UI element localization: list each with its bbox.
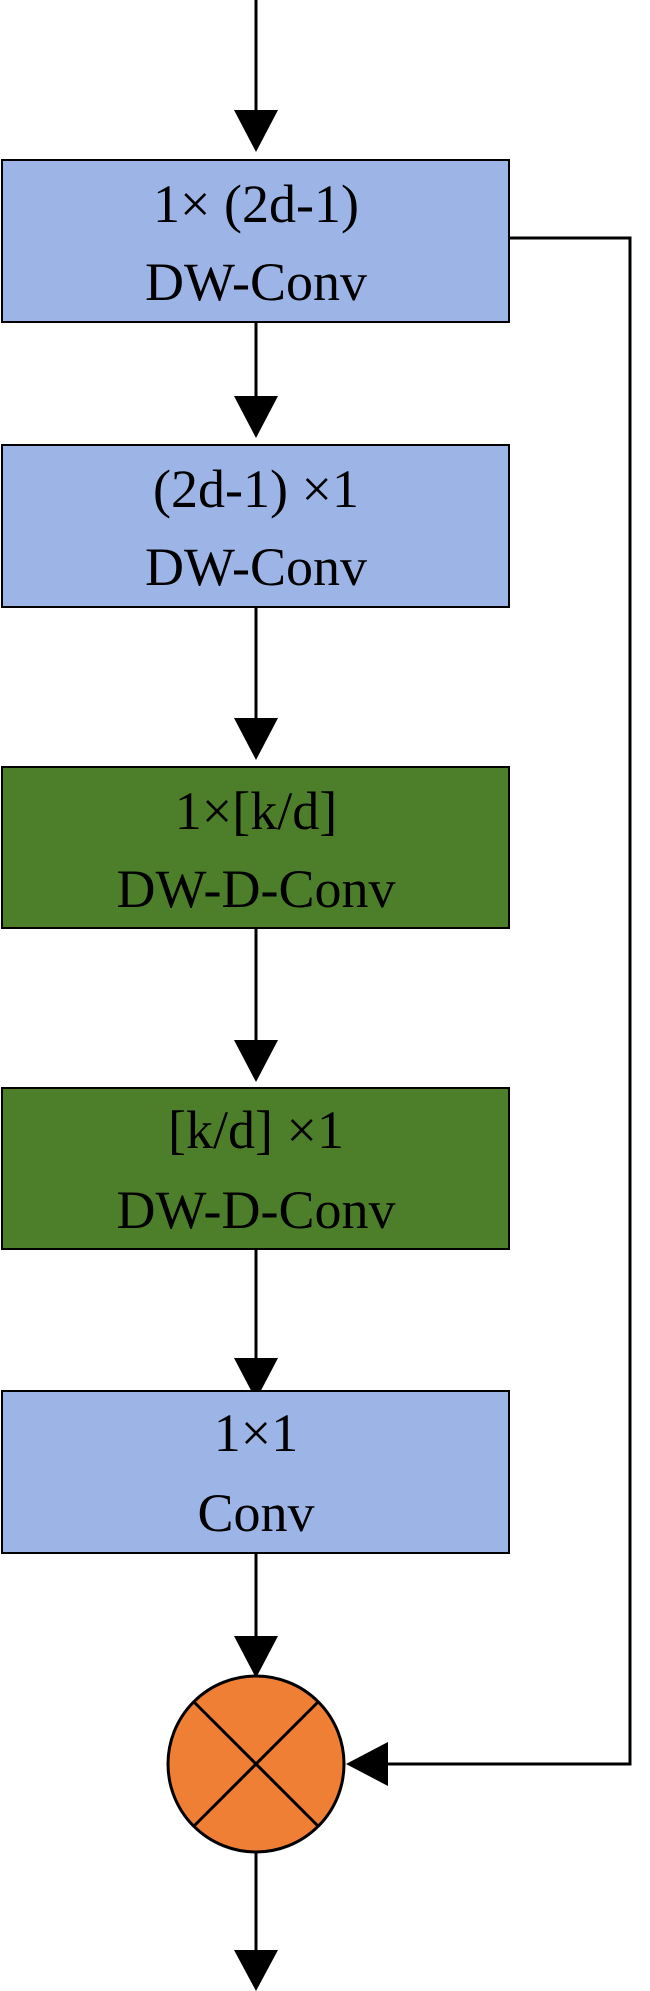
block-5-line1: 1×1 (214, 1403, 298, 1463)
multiply-cross-icon (192, 1700, 320, 1828)
block-2-line2: DW-Conv (145, 537, 367, 597)
skip-connection-line (388, 236, 632, 1766)
block-1-box (1, 159, 510, 323)
block-3-line1: 1×[k/d] (175, 781, 337, 841)
block-2-line1: (2d-1) ×1 (153, 459, 359, 519)
arrowhead-block2 (234, 396, 278, 438)
block-1-line2: DW-Conv (145, 252, 367, 312)
arrowhead-block3 (234, 718, 278, 760)
flow-arrows (234, 0, 632, 1991)
block-4-line2: DW-D-Conv (117, 1180, 396, 1240)
block-4-box (1, 1087, 510, 1250)
arrowhead-block5 (234, 1358, 278, 1400)
arrowhead-output (234, 1950, 278, 1991)
block-5: 1×1 Conv (1, 1390, 510, 1554)
arrowhead-multiply (234, 1636, 278, 1678)
block-4-line1: [k/d] ×1 (168, 1100, 344, 1160)
block-2-box (1, 444, 510, 608)
block-4: [k/d] ×1 DW-D-Conv (1, 1087, 510, 1250)
multiply-node (166, 1674, 346, 1854)
block-3-line2: DW-D-Conv (117, 859, 396, 919)
arrowhead-block4 (234, 1040, 278, 1082)
block-1-line1: 1× (2d-1) (153, 174, 359, 234)
block-2: (2d-1) ×1 DW-Conv (1, 444, 510, 608)
block-3: 1×[k/d] DW-D-Conv (1, 766, 510, 929)
arrowhead-skip (346, 1742, 388, 1786)
block-1: 1× (2d-1) DW-Conv (1, 159, 510, 323)
block-5-box (1, 1390, 510, 1554)
block-5-line2: Conv (197, 1483, 314, 1543)
block-3-box (1, 766, 510, 929)
arrowhead-input (234, 110, 278, 152)
